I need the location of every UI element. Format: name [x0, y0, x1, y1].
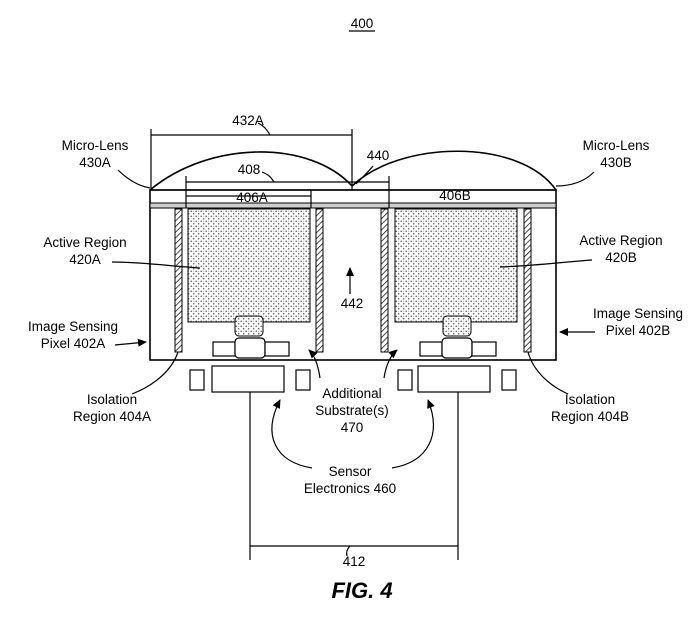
contact-a-right: [295, 369, 311, 391]
figure-caption: FIG. 4: [331, 578, 392, 603]
electronics-block-b: [417, 365, 491, 393]
device-b-right: [471, 341, 497, 357]
device-a-right: [264, 341, 290, 357]
label-442: 442: [341, 296, 364, 311]
arrow-substrate-b: [383, 349, 398, 379]
gate-a: [234, 315, 264, 337]
electronics-block-a: [211, 365, 285, 393]
label-406b: 406B: [439, 188, 471, 203]
leader-active-region-a: [111, 261, 201, 269]
isolation-region-404a-outer: [174, 208, 183, 353]
label-432a: 432A: [232, 113, 264, 128]
contact-a-left: [189, 369, 205, 391]
device-a-left: [212, 341, 236, 357]
figure-number: 400: [351, 16, 374, 31]
device-b-left: [419, 341, 443, 357]
leader-active-region-b: [499, 259, 593, 268]
device-b-center: [441, 337, 473, 359]
leader-432a: [257, 122, 271, 136]
micro-lens-a: [149, 151, 353, 191]
gate-b: [442, 315, 472, 337]
isolation-region-404b-outer: [523, 208, 532, 353]
leader-micro-lens-b: [555, 171, 595, 187]
leader-408: [261, 171, 275, 183]
active-region-420a: [187, 208, 311, 323]
label-406a: 406A: [236, 190, 268, 205]
label-412: 412: [343, 554, 366, 569]
leader-micro-lens-a: [117, 169, 151, 189]
contact-b-left: [397, 369, 413, 391]
isolation-region-404a-inner: [315, 208, 324, 353]
device-a-center: [234, 337, 266, 359]
label-440: 440: [367, 148, 390, 163]
arrow-electronics-a: [271, 399, 313, 469]
label-408: 408: [238, 162, 261, 177]
micro-lens-b: [351, 150, 557, 191]
isolation-region-404b-inner: [380, 208, 389, 353]
leader-440: [355, 165, 374, 185]
top-layer-band: [149, 202, 557, 209]
leader-412: [346, 545, 351, 557]
leader-isolation-b: [527, 351, 569, 395]
arrow-electronics-b: [391, 399, 435, 469]
arrow-substrate-a: [308, 349, 321, 379]
active-region-420b: [394, 208, 518, 323]
arrow-pixel-a: [114, 338, 147, 347]
leader-isolation-a: [131, 351, 179, 395]
pixel-body-outline: [149, 189, 557, 361]
contact-b-right: [501, 369, 517, 391]
